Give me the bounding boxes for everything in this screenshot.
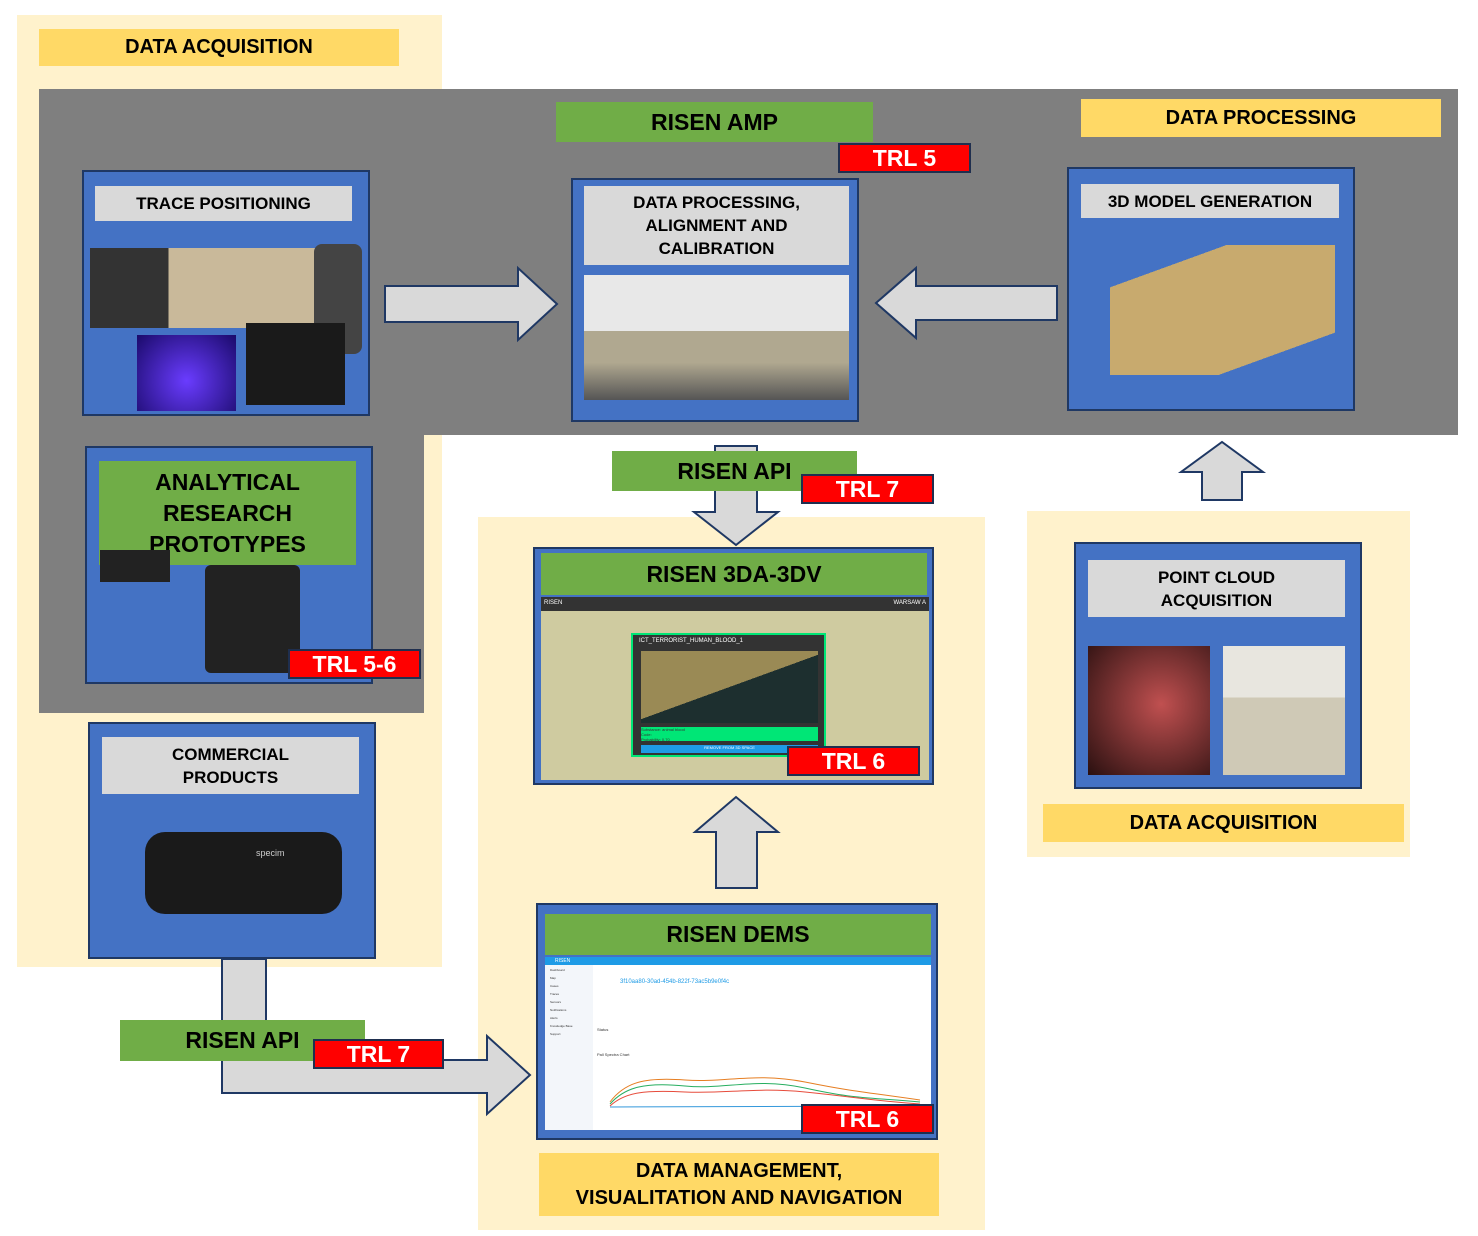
remove-button[interactable]: REMOVE FROM 3D SPACE	[641, 745, 818, 753]
case-device-photo	[205, 565, 300, 673]
chart-title: Pall Spectra Chart	[597, 1052, 630, 1057]
tripod-camera-photo	[100, 550, 170, 678]
model-generation-header: 3D MODEL GENERATION	[1081, 184, 1339, 218]
arrow-left-icon	[874, 265, 1058, 341]
arrow-up-icon	[1177, 440, 1267, 501]
data-management-label: DATA MANAGEMENT, VISUALITATION AND NAVIG…	[539, 1153, 939, 1216]
phone-lidar-photo	[1088, 646, 1210, 775]
trace-popup: ICT_TERRORIST_HUMAN_BLOOD_1 Substance: a…	[631, 633, 826, 757]
uv-light-photo	[137, 335, 236, 411]
nav-item[interactable]: Traces	[550, 992, 560, 996]
data-processing-label: DATA PROCESSING	[1081, 99, 1441, 137]
trl-badge: TRL 6	[787, 746, 920, 776]
specim-camera-photo	[145, 832, 342, 914]
record-id: 3f10aa80-30ad-454b-822f-73ac5b9e0f4c	[620, 979, 730, 985]
risen-api-title: RISEN API	[120, 1020, 365, 1061]
data-processing-header: DATA PROCESSING, ALIGNMENT AND CALIBRATI…	[584, 186, 849, 265]
nav-item[interactable]: Dashboard	[550, 968, 565, 972]
trl-badge: TRL 6	[801, 1104, 934, 1134]
nav-item[interactable]: Cases	[550, 984, 559, 988]
dems-sidebar: Dashboard Map Cases Traces Sensors Notif…	[545, 965, 593, 1130]
status-label: Status	[597, 1027, 609, 1032]
3d-model-render	[1110, 245, 1335, 375]
dems-app-name: RISEN	[555, 958, 571, 964]
risen-3da-3dv-title: RISEN 3DA-3DV	[541, 553, 927, 595]
trl-badge: TRL 7	[313, 1039, 444, 1069]
nav-item[interactable]: Knowledge Base	[550, 1024, 573, 1028]
arrow-l-right-icon	[221, 958, 532, 1117]
risen-amp-title: RISEN AMP	[556, 102, 873, 142]
risen-dems-title: RISEN DEMS	[545, 914, 931, 955]
viewer-location: WARSAW A	[893, 600, 926, 606]
trace-equipment-photo	[90, 248, 315, 328]
popup-title: ICT_TERRORIST_HUMAN_BLOOD_1	[639, 638, 744, 644]
nav-item[interactable]: Map	[550, 976, 556, 980]
arrow-up-icon	[692, 795, 781, 889]
nav-item[interactable]: Notifications	[550, 1008, 567, 1012]
trace-positioning-header: TRACE POSITIONING	[95, 186, 352, 221]
popup-info: Substance: animal blood Code: Probabilit…	[641, 727, 818, 742]
arrow-right-icon	[384, 265, 559, 343]
nav-item[interactable]: Sensors	[550, 1000, 562, 1004]
panorama-photo	[584, 275, 849, 400]
nav-item[interactable]: Alerts	[550, 1016, 558, 1020]
particles-photo	[246, 323, 345, 405]
tablet-scan-photo	[1223, 646, 1345, 775]
point-cloud-header: POINT CLOUD ACQUISITION	[1088, 560, 1345, 617]
trl-badge: TRL 5	[838, 143, 971, 173]
nav-item[interactable]: Support	[550, 1032, 561, 1036]
viewer-app-name: RISEN	[544, 600, 563, 606]
dems-screenshot: RISEN Dashboard Map Cases Traces Sensors…	[545, 957, 931, 1130]
data-acquisition-label-right: DATA ACQUISITION	[1043, 804, 1404, 842]
trace-photo	[641, 651, 818, 723]
analytical-prototypes-title: ANALYTICAL RESEARCH PROTOTYPES	[99, 461, 356, 565]
camera-brand-logo: specim	[256, 848, 285, 858]
commercial-products-header: COMMERCIAL PRODUCTS	[102, 737, 359, 794]
data-acquisition-label: DATA ACQUISITION	[39, 29, 399, 66]
trl-badge: TRL 7	[801, 474, 934, 504]
trl-badge: TRL 5-6	[288, 649, 421, 679]
